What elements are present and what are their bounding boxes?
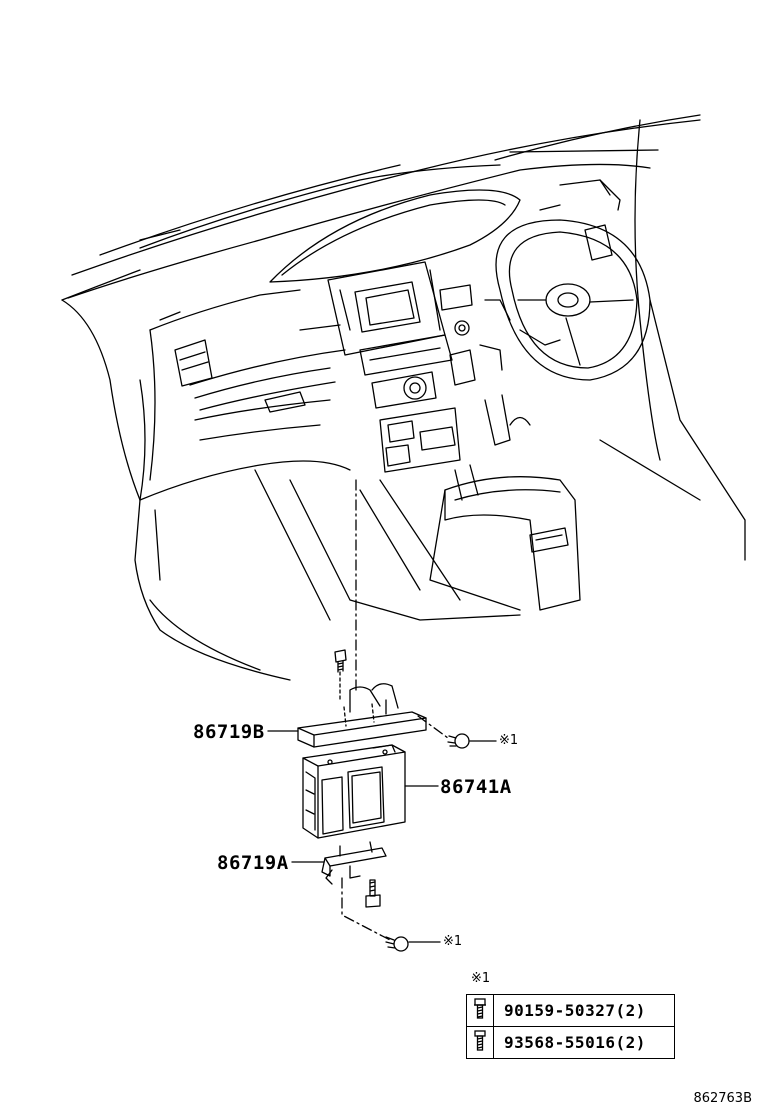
bolt-mark-upper: ※1 <box>499 733 519 748</box>
callout-86719A: 86719A <box>217 852 289 874</box>
callout-86741A: 86741A <box>440 776 512 798</box>
bolt-icon <box>466 1026 494 1059</box>
callout-86719B: 86719B <box>193 721 265 743</box>
lower-bracket-drawing <box>321 841 387 885</box>
bolt-leader-line <box>341 877 391 941</box>
legend-row: 93568-55016(2) <box>466 1026 675 1059</box>
bolt-upper-vertical <box>334 649 347 701</box>
bolt-mark-lower: ※1 <box>443 934 463 949</box>
bolt-lower-vertical <box>365 879 381 908</box>
bolt-right-upper <box>447 733 470 749</box>
figure-number: 862763B <box>693 1091 752 1106</box>
bolt-leader-line-upper <box>417 715 449 739</box>
dashboard-illustration <box>61 114 746 681</box>
legend-part-number: 93568-55016(2) <box>493 1026 675 1059</box>
bolt-lower-horizontal <box>385 936 409 952</box>
legend-row: 90159-50327(2) <box>466 994 675 1027</box>
legend-header-mark: ※1 <box>471 971 491 986</box>
upper-bracket-drawing <box>297 683 427 748</box>
legend-part-number: 90159-50327(2) <box>493 994 675 1027</box>
ecu-module-drawing <box>302 744 406 839</box>
bolt-icon <box>466 994 494 1027</box>
fastener-legend-table: 90159-50327(2) 93568-55016(2) <box>466 994 675 1059</box>
